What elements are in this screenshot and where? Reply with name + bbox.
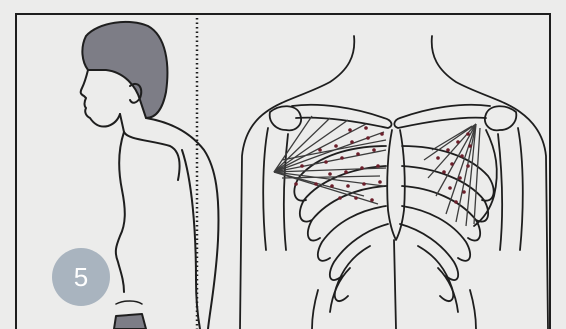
ribs-right — [400, 146, 494, 329]
humerus-right — [498, 128, 523, 250]
shoulder-joint-right — [485, 106, 516, 130]
muscle-dots — [294, 126, 472, 204]
humerus-left — [263, 128, 288, 250]
figure-shoulder — [124, 132, 180, 180]
figure-hair — [82, 22, 167, 118]
figure-face — [81, 70, 120, 127]
figure-sleeve — [114, 314, 146, 329]
muscle-fibers-left — [274, 116, 386, 204]
neck-right-outline — [432, 36, 548, 329]
figure-chest — [116, 132, 125, 292]
ribs-left — [294, 146, 388, 329]
spine — [394, 240, 396, 329]
figure-wrist-line — [116, 301, 142, 304]
skeleton-back-view — [240, 36, 548, 329]
figure-neck — [120, 114, 124, 132]
step-number: 5 — [62, 258, 100, 296]
muscle-fibers-right — [424, 124, 480, 226]
